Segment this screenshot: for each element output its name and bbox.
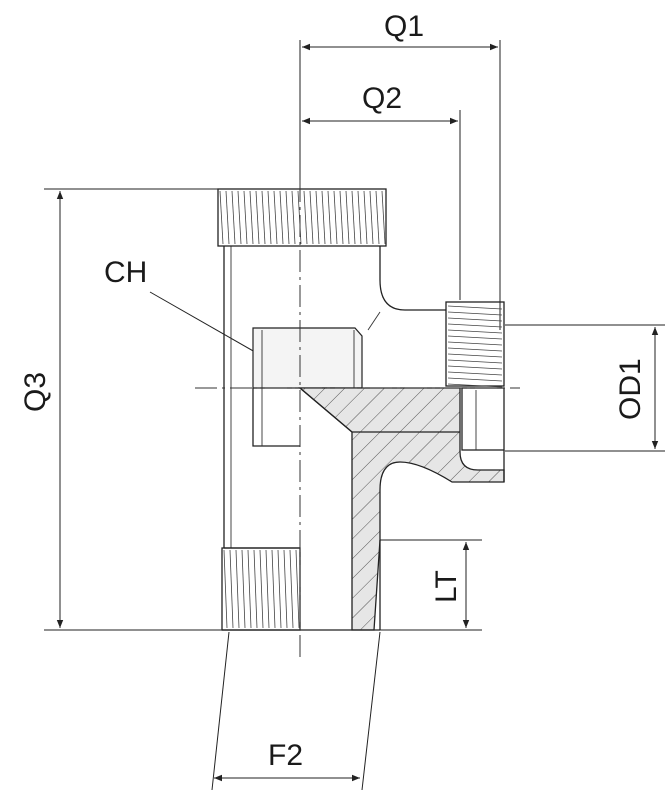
- thread-line: [369, 190, 374, 245]
- thread-line: [279, 190, 284, 245]
- thread-line: [339, 190, 344, 245]
- label-q3: Q3: [19, 372, 52, 412]
- thread-line: [265, 549, 270, 629]
- callout-ch: CH: [104, 256, 291, 373]
- thread-line: [447, 323, 503, 328]
- thread-line: [277, 549, 282, 629]
- thread-line: [315, 190, 320, 245]
- thread-line: [375, 190, 380, 245]
- label-lt: LT: [430, 570, 463, 603]
- label-q1: Q1: [384, 10, 424, 43]
- thread-line: [255, 190, 260, 245]
- thread-line: [267, 190, 272, 245]
- thread-line: [447, 377, 503, 382]
- thread-line: [225, 190, 230, 245]
- thread-line: [253, 549, 258, 629]
- thread-branch: [447, 305, 503, 388]
- thread-line: [447, 347, 503, 352]
- thread-line: [447, 311, 503, 316]
- thread-line: [333, 190, 338, 245]
- thread-line: [271, 549, 276, 629]
- thread-line: [291, 190, 296, 245]
- thread-line: [357, 190, 362, 245]
- thread-line: [363, 190, 368, 245]
- thread-line: [447, 383, 503, 388]
- thread-line: [259, 549, 264, 629]
- thread-line: [381, 190, 386, 245]
- thread-line: [447, 341, 503, 346]
- section-hatch: [298, 387, 505, 631]
- tee-body: [217, 188, 505, 548]
- thread-line: [447, 365, 503, 370]
- thread-line: [351, 190, 356, 245]
- dimension-lt: LT: [380, 539, 482, 631]
- thread-line: [447, 371, 503, 376]
- thread-line: [273, 190, 278, 245]
- thread-top: [219, 190, 386, 245]
- center-lines: [195, 180, 520, 660]
- thread-line: [231, 190, 236, 245]
- thread-line: [261, 190, 266, 245]
- label-q2: Q2: [362, 82, 402, 115]
- thread-line: [447, 335, 503, 340]
- thread-line: [229, 549, 234, 629]
- dimension-q3: Q3: [19, 188, 222, 631]
- thread-line: [309, 190, 314, 245]
- dimension-od1: OD1: [505, 324, 665, 452]
- thread-line: [243, 190, 248, 245]
- thread-line: [295, 549, 300, 629]
- dimension-q2: Q2: [302, 82, 461, 300]
- thread-line: [345, 190, 350, 245]
- thread-line: [447, 359, 503, 364]
- dimension-q1: Q1: [299, 10, 501, 330]
- label-od1: OD1: [614, 358, 647, 420]
- thread-line: [247, 549, 252, 629]
- thread-line: [223, 549, 228, 629]
- thread-line: [283, 549, 288, 629]
- label-f2: F2: [268, 739, 303, 772]
- thread-line: [241, 549, 246, 629]
- thread-line: [447, 305, 503, 310]
- label-ch: CH: [104, 256, 147, 289]
- thread-line: [447, 353, 503, 358]
- thread-line: [289, 549, 294, 629]
- bottom-stem: [221, 540, 381, 631]
- thread-line: [235, 549, 240, 629]
- thread-line: [447, 329, 503, 334]
- thread-line: [237, 190, 242, 245]
- thread-line: [447, 317, 503, 322]
- thread-line: [321, 190, 326, 245]
- thread-line: [249, 190, 254, 245]
- thread-line: [285, 190, 290, 245]
- thread-line: [219, 190, 224, 245]
- thread-bottom: [223, 549, 300, 629]
- thread-line: [303, 190, 308, 245]
- thread-line: [327, 190, 332, 245]
- dimension-f2: F2: [211, 631, 381, 791]
